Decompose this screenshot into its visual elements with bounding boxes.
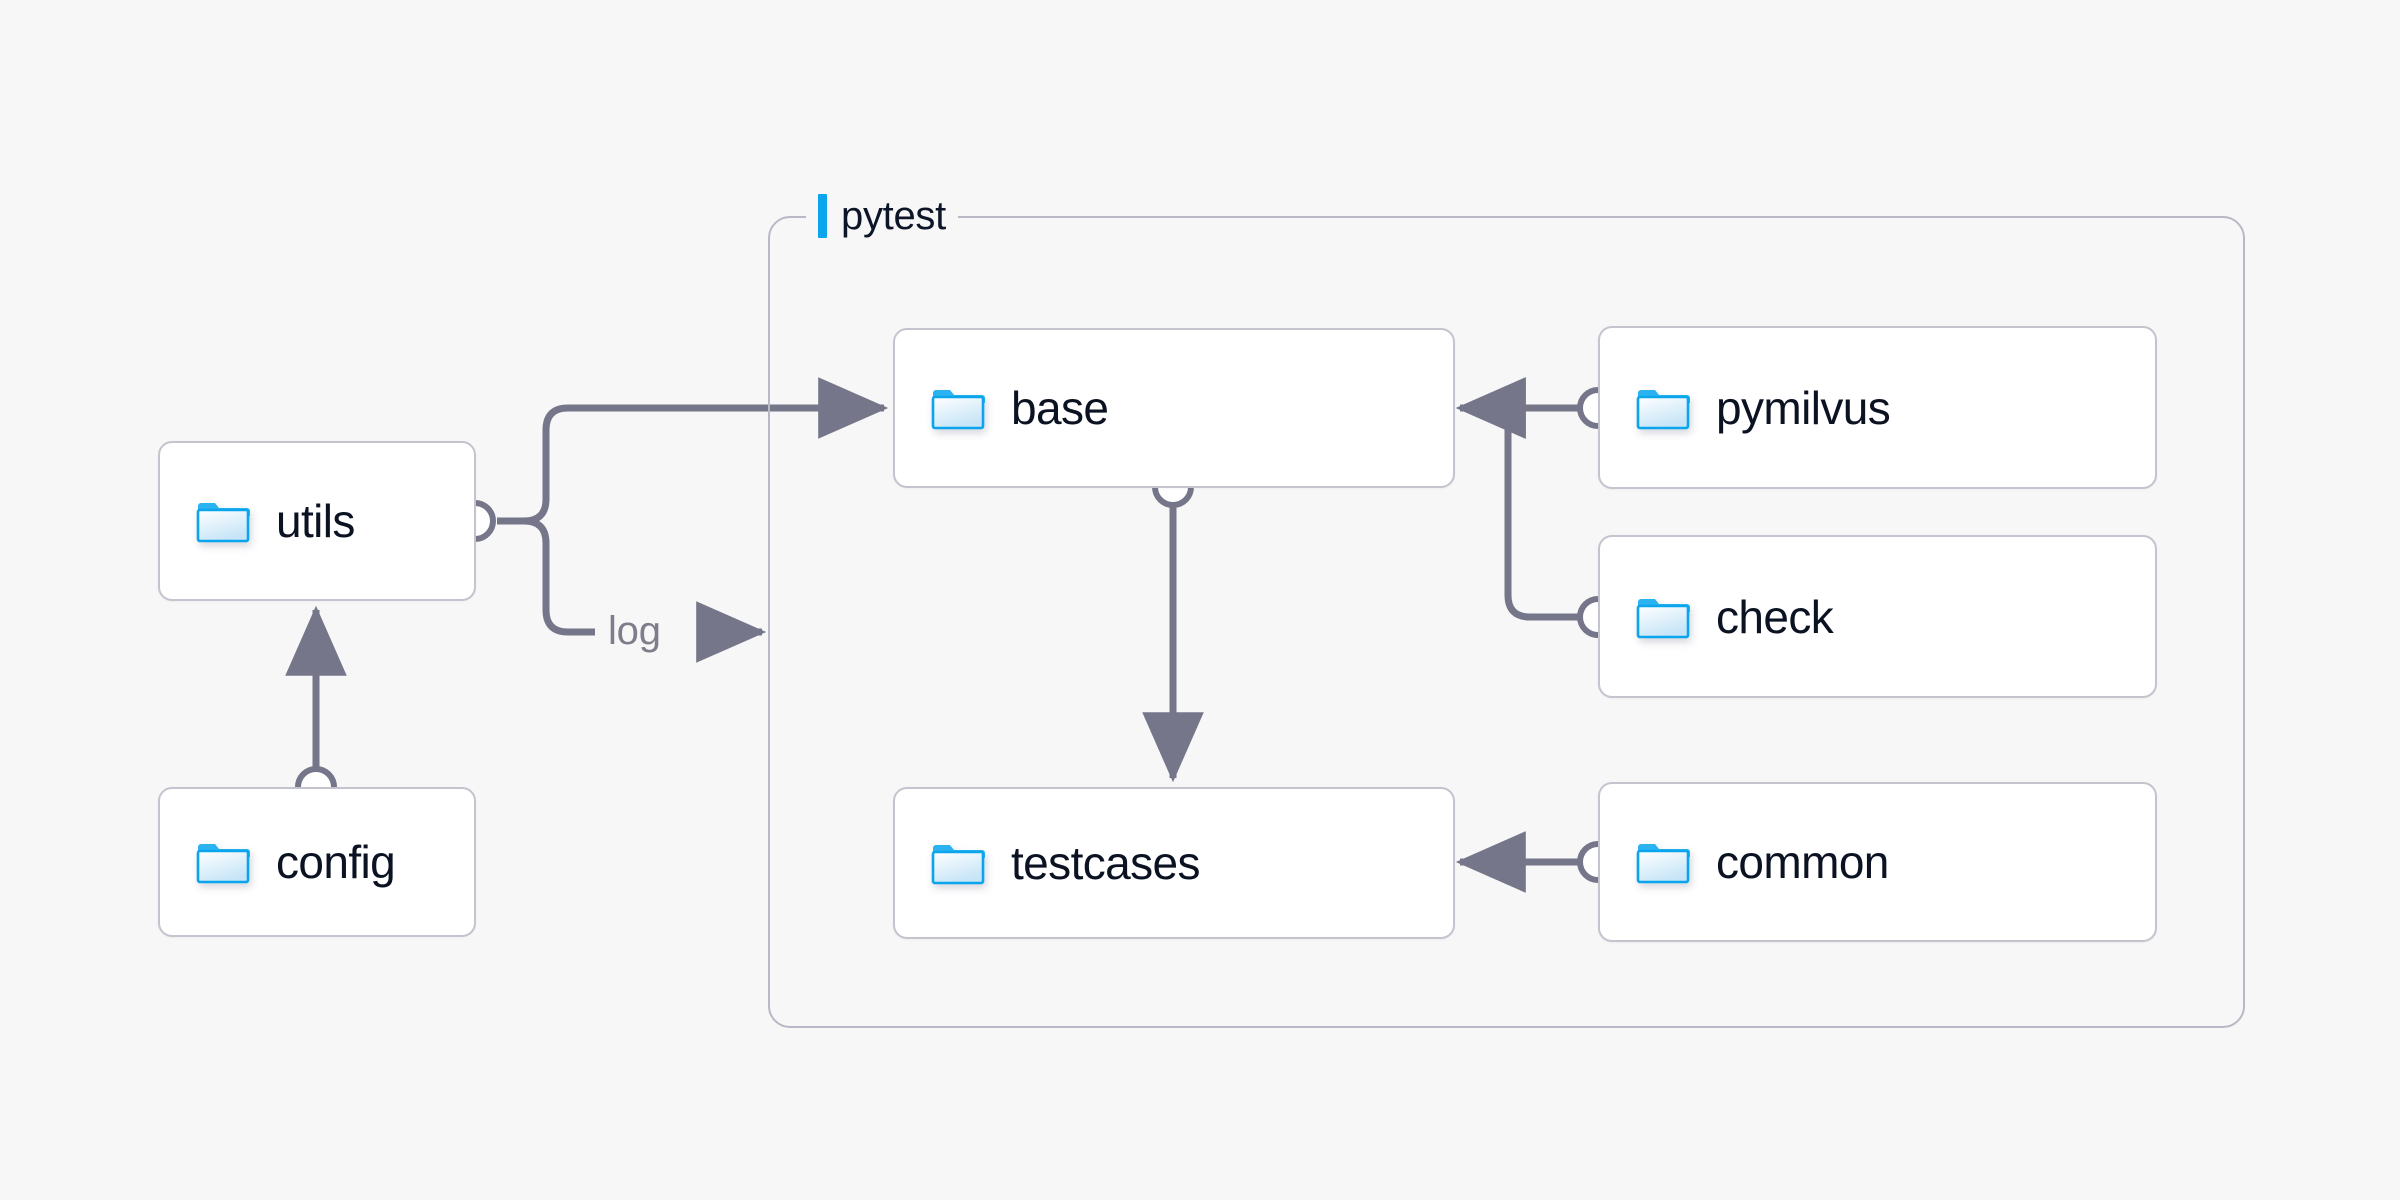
node-testcases[interactable]: testcases [893,787,1455,939]
node-label-base: base [1011,382,1109,434]
edge-label-log: log [600,611,669,651]
node-base[interactable]: base [893,328,1455,488]
node-config[interactable]: config [158,787,476,937]
node-label-utils: utils [276,495,355,547]
folder-icon [931,390,985,430]
group-accent-bar [818,194,827,238]
edge-utils-to-log [497,517,595,636]
node-check[interactable]: check [1598,535,2157,698]
node-common[interactable]: common [1598,782,2157,942]
node-label-config: config [276,836,396,888]
group-title-text: pytest [841,194,946,238]
group-container-pytest [768,216,2245,1028]
folder-icon [931,845,985,885]
folder-icon [1636,844,1690,884]
node-label-common: common [1716,836,1889,888]
folder-icon [196,503,250,543]
folder-icon [1636,389,1690,429]
node-utils[interactable]: utils [158,441,476,601]
node-label-pymilvus: pymilvus [1716,381,1891,434]
node-label-testcases: testcases [1011,837,1201,889]
folder-icon [196,844,250,884]
node-pymilvus[interactable]: pymilvus [1598,326,2157,489]
folder-icon [1636,598,1690,638]
node-label-check: check [1716,590,1834,643]
group-label-pytest: pytest [806,189,958,243]
